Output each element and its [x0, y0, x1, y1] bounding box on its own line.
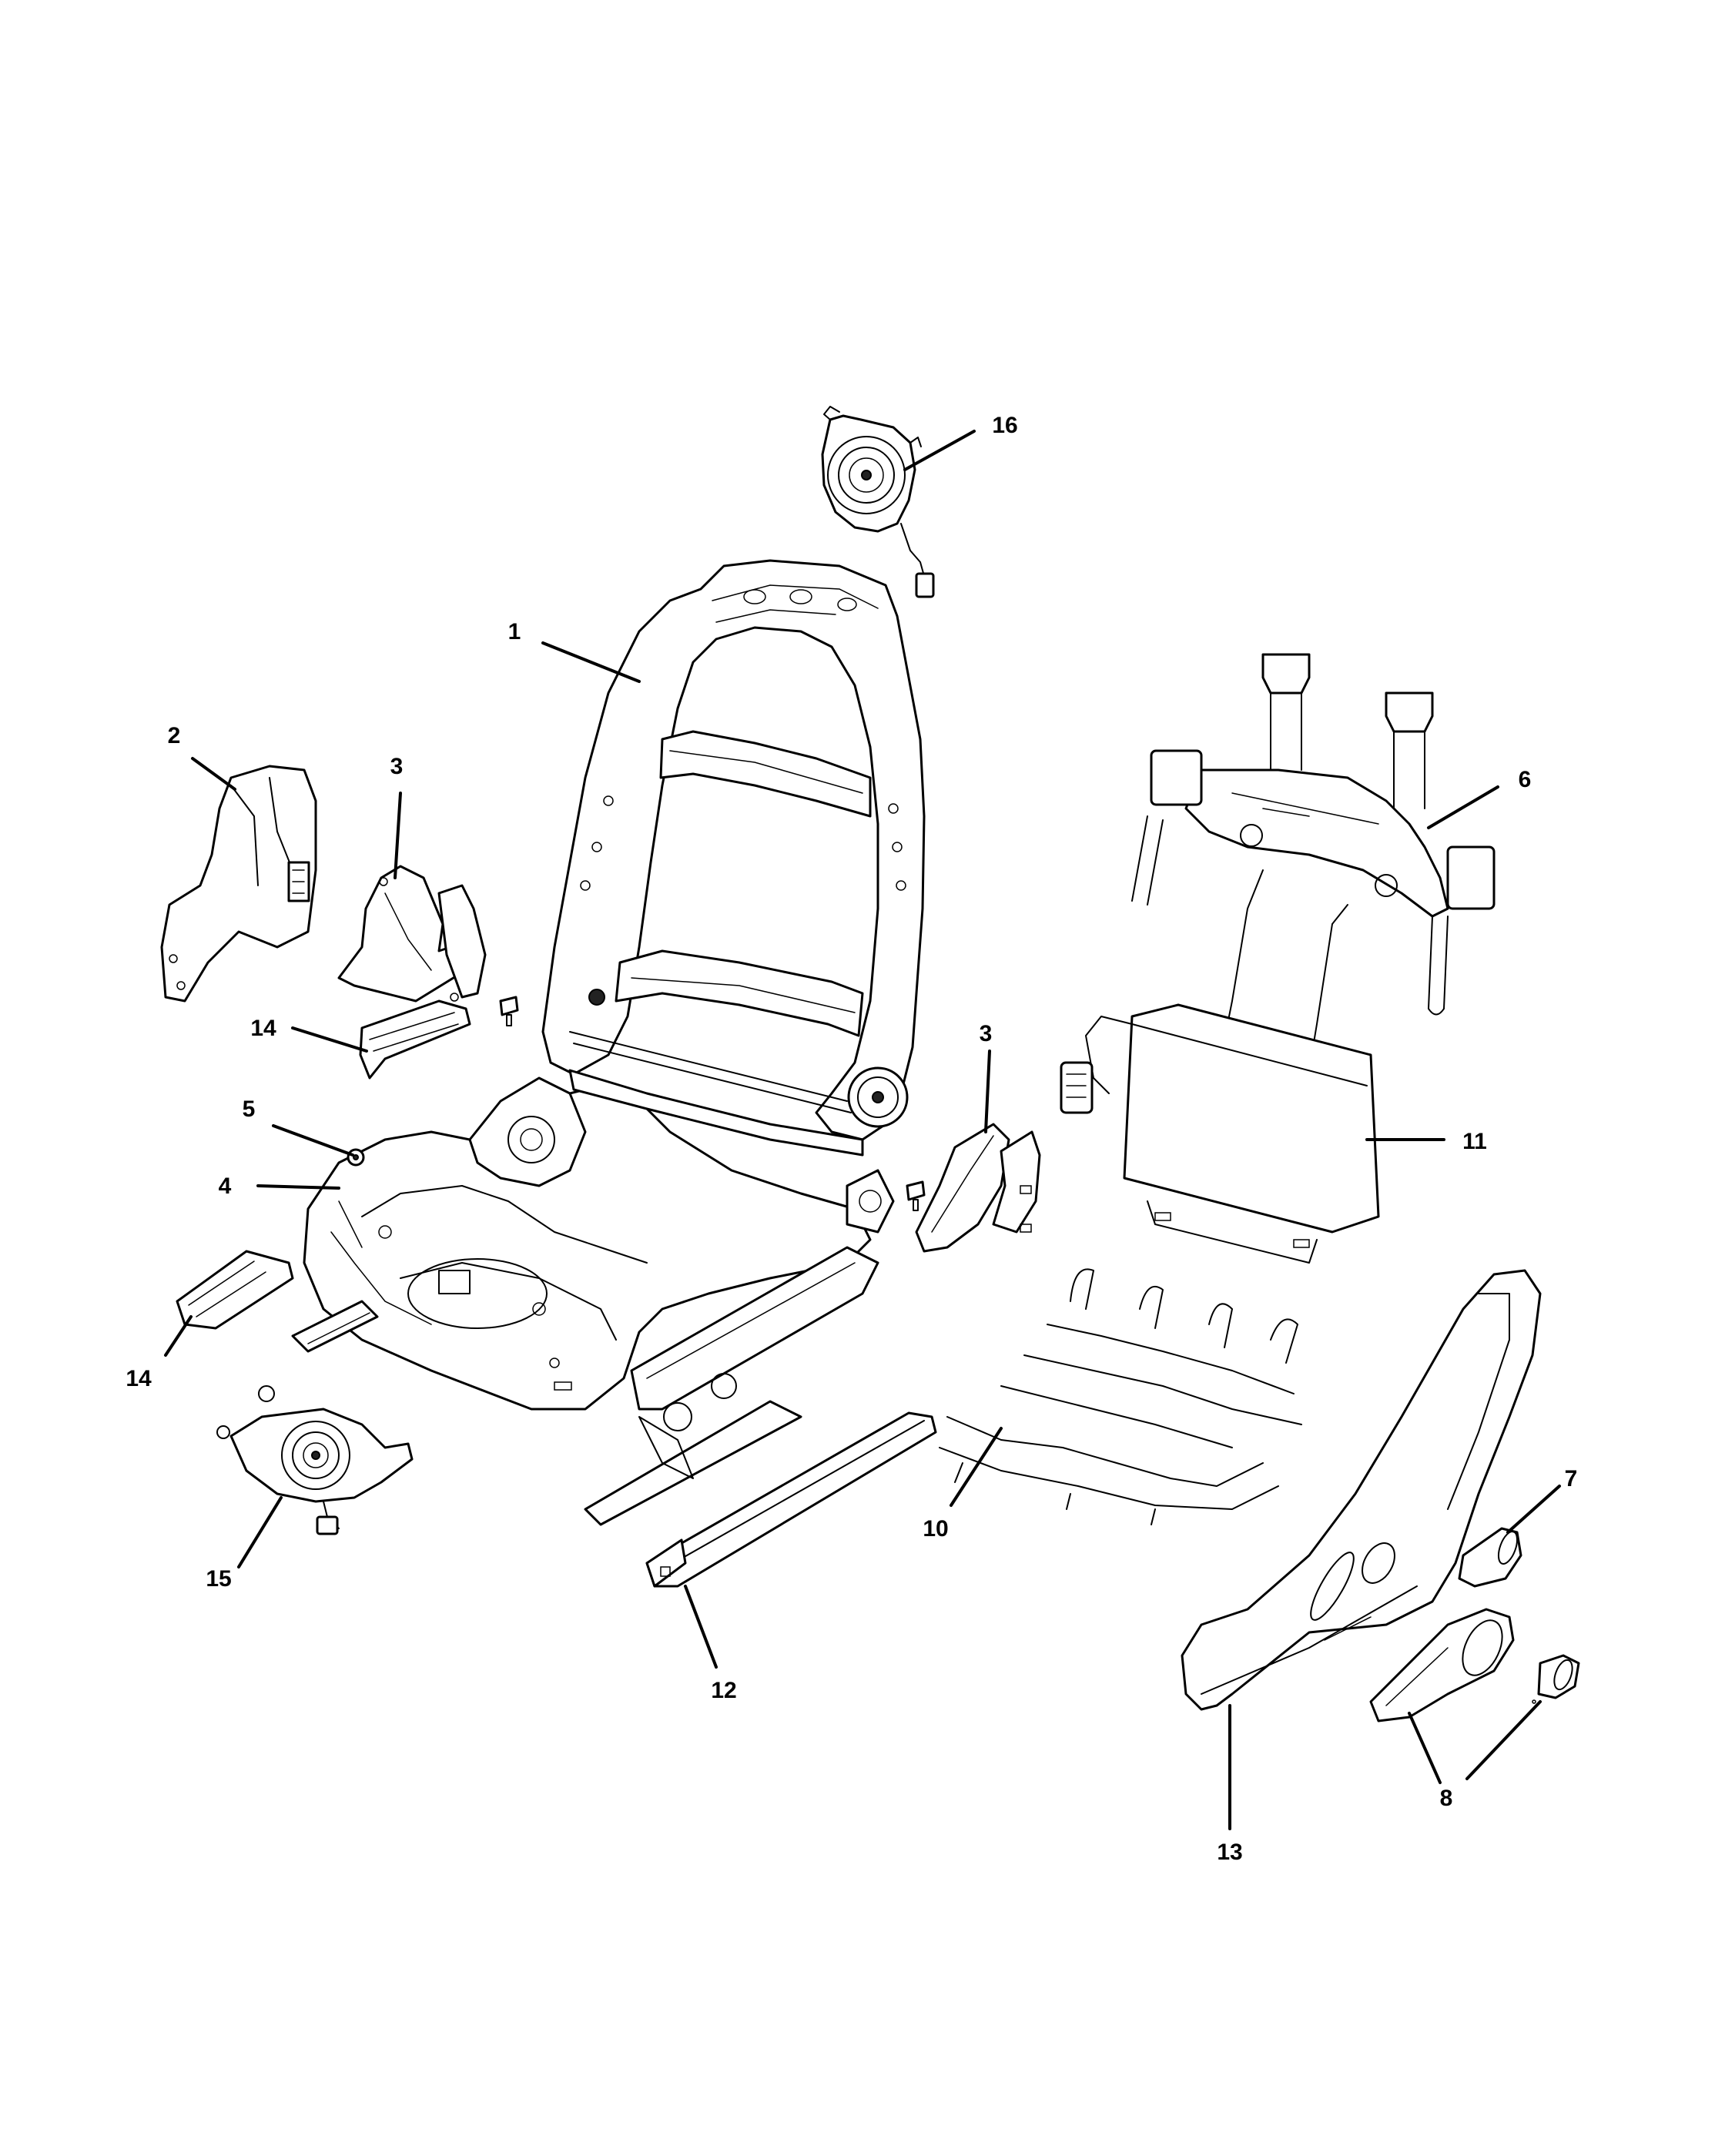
callout-6: 6: [1519, 767, 1532, 792]
part-12-seat-rail-cover: [645, 1411, 937, 1588]
leader-10: [950, 1427, 1003, 1507]
leader-3b: [984, 1050, 991, 1133]
part-10-suspension-mat: [939, 1268, 1302, 1525]
screw-left: [499, 996, 519, 1026]
part-6-bracket-assembly: [1131, 653, 1496, 1016]
leader-lines: [164, 430, 1561, 1830]
leader-2: [191, 757, 236, 791]
part-14-clip-lower: [176, 1250, 294, 1330]
callout-2: 2: [168, 723, 181, 748]
callout-5: 5: [243, 1096, 256, 1122]
part-3-bracket-right: [915, 1123, 1041, 1253]
leader-14a: [291, 1026, 368, 1053]
callout-3a: 3: [390, 754, 404, 779]
part-7-adjuster-knob: [1458, 1527, 1522, 1588]
callout-14b: 14: [126, 1366, 152, 1391]
leader-12: [684, 1585, 718, 1669]
callout-10: 10: [923, 1516, 948, 1542]
callout-14a: 14: [250, 1016, 276, 1041]
seat-track-assembly: [291, 1246, 879, 1526]
callout-1: 1: [508, 619, 521, 644]
callout-4: 4: [219, 1173, 232, 1199]
recliner-pivot-left: [468, 1069, 864, 1187]
part-3-bracket-left: [337, 865, 487, 1003]
callout-labels: 1 2 3 3 4 5 6 7 8 10 11 12 13 14 14 15 1…: [126, 413, 1577, 1865]
leader-8b: [1465, 1700, 1542, 1780]
callout-3b: 3: [980, 1021, 993, 1046]
part-14-clip-upper: [359, 999, 471, 1080]
callout-15: 15: [206, 1566, 231, 1592]
recliner-pivot-right: [846, 1066, 909, 1234]
leader-4: [256, 1184, 340, 1190]
callout-13: 13: [1217, 1840, 1242, 1865]
part-8-switch-knob: [1532, 1654, 1580, 1704]
leader-8a: [1408, 1712, 1442, 1784]
part-16-recliner-motor: [821, 406, 935, 598]
callout-16: 16: [992, 413, 1017, 438]
leader-6: [1427, 785, 1499, 829]
part-13-side-shield-outer: [1181, 1269, 1542, 1711]
callout-12: 12: [711, 1678, 736, 1703]
part-5-fastener: [347, 1148, 365, 1167]
callout-7: 7: [1565, 1466, 1578, 1491]
part-15-seat-motor: [216, 1385, 414, 1535]
part-11-lumbar-module: [1060, 1003, 1380, 1264]
leader-16: [903, 430, 976, 471]
leader-5: [272, 1124, 354, 1157]
part-8-switch-bezel: [1369, 1608, 1515, 1722]
callout-8: 8: [1440, 1786, 1453, 1811]
part-2-side-shield: [160, 765, 317, 1003]
leader-14b: [164, 1315, 193, 1357]
leader-7: [1506, 1485, 1561, 1534]
callout-11: 11: [1462, 1129, 1487, 1154]
part-1-seat-back-frame: [541, 559, 926, 1141]
screw-right: [906, 1180, 926, 1211]
leader-1: [541, 641, 641, 683]
leader-15: [237, 1496, 283, 1568]
leader-3a: [394, 792, 402, 879]
